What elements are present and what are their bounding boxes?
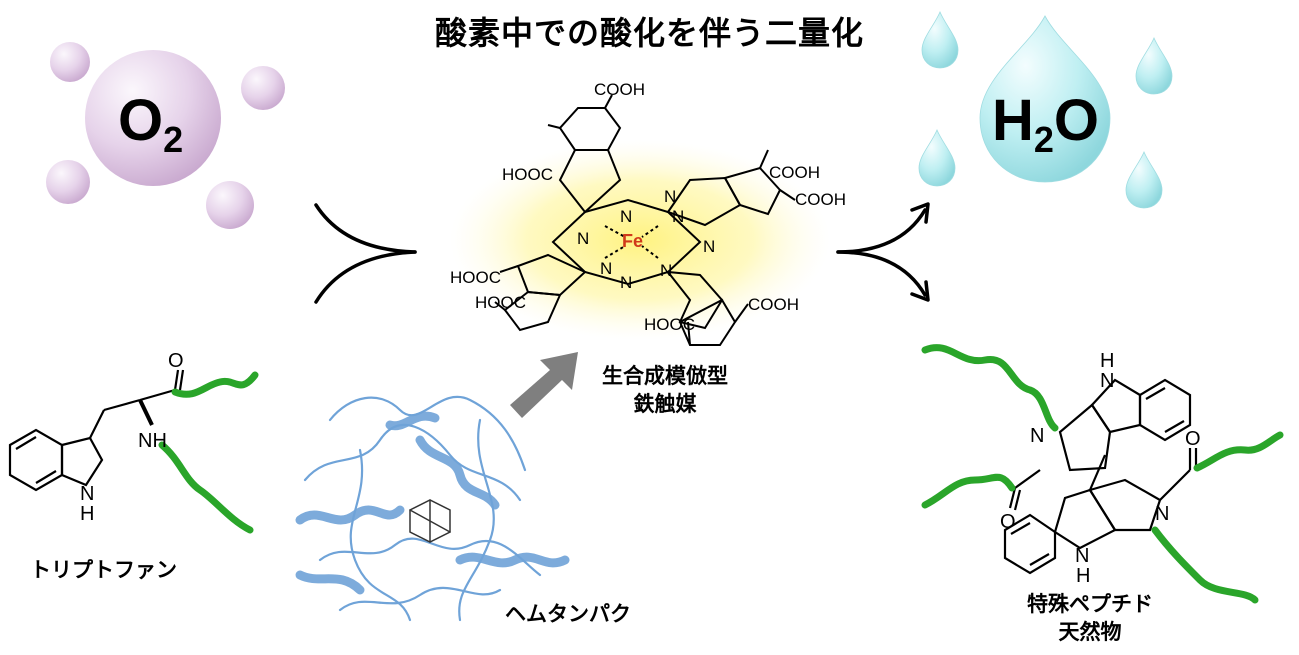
split-arrow (836, 202, 930, 302)
catalyst-carboxyl-4: COOH (795, 190, 846, 209)
product-n-4: N (1075, 545, 1089, 567)
water-formula: H2O (992, 88, 1099, 160)
catalyst-carboxyl-7: COOH (748, 295, 799, 314)
catalyst-n-1: N (620, 207, 632, 226)
catalyst-name-line1: 生合成模倣型 (602, 364, 728, 388)
product-h-2: H (1076, 565, 1090, 587)
product-label-line1: 特殊ペプチド (1027, 592, 1153, 616)
catalyst-n-7: N (703, 237, 715, 256)
iron-label: Fe (622, 231, 643, 251)
heme-protein-image (295, 395, 570, 622)
catalyst-n-8: N (620, 273, 632, 292)
catalyst-carboxyl-6: HOOC (475, 293, 526, 312)
catalyst-carboxyl-2: HOOC (502, 165, 553, 184)
catalyst-carboxyl-3: COOH (769, 163, 820, 182)
water-drops: H2O (918, 11, 1173, 209)
tryptophan-label: トリプトファン (30, 558, 177, 582)
catalyst-n-5: N (664, 187, 676, 206)
tryptophan-ring-n: N (80, 483, 94, 505)
product-dimer-structure: N H N O N O N H (921, 344, 1284, 604)
catalyst-n-2: N (672, 207, 684, 226)
product-n-3: N (1155, 503, 1169, 525)
catalyst-carboxyl-1: COOH (594, 80, 645, 99)
tryptophan-structure: O NH N H (8, 350, 259, 534)
catalyst-n-3: N (600, 259, 612, 278)
merge-arrow (314, 203, 417, 304)
catalyst-name-line2: 鉄触媒 (633, 392, 697, 416)
oxygen-formula: O2 (118, 88, 183, 160)
product-label: 特殊ペプチド 天然物 (1020, 590, 1160, 646)
tryptophan-nh: NH (138, 430, 167, 452)
oxygen-spheres: O2 (46, 42, 285, 229)
tryptophan-o: O (168, 350, 184, 372)
tryptophan-ring-h: H (80, 503, 94, 525)
diagram-title: 酸素中での酸化を伴う二量化 (434, 14, 864, 52)
catalyst-carboxyl-8: HOOC (644, 315, 695, 334)
product-label-line2: 天然物 (1058, 620, 1122, 644)
iron-catalyst-structure: N N N N N N N N COOH HOOC COOH COOH HOOC… (450, 80, 846, 346)
heme-protein-label: ヘムタンパク (505, 602, 631, 626)
catalyst-carboxyl-5: HOOC (450, 268, 501, 287)
catalyst-n-6: N (577, 229, 589, 248)
product-o-1: O (1185, 428, 1201, 450)
product-n-1: N (1100, 370, 1114, 392)
product-o-2: O (1000, 511, 1016, 533)
biomimetic-arrow (510, 352, 578, 418)
catalyst-n-4: N (660, 261, 672, 280)
product-h-1: H (1100, 350, 1114, 372)
catalyst-name: 生合成模倣型 鉄触媒 (590, 362, 740, 418)
product-n-2: N (1030, 425, 1044, 447)
